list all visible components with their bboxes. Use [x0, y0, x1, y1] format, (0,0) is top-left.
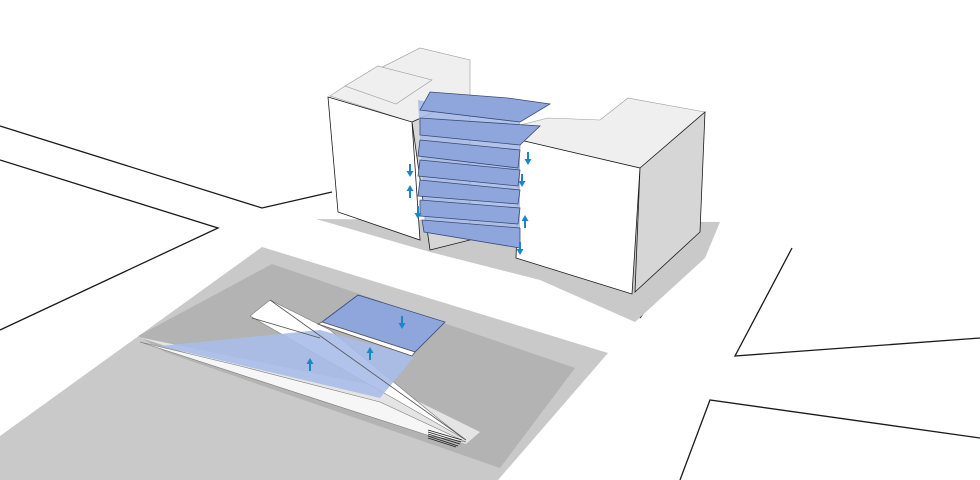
block-outline-right-mid	[733, 247, 980, 357]
circulation-arrows	[306, 152, 532, 371]
pavilion-edge	[269, 299, 467, 441]
left-tower-stepped-top	[344, 65, 433, 105]
arrow-down-pavilion	[398, 316, 406, 329]
floor-plates	[417, 91, 552, 249]
block-outline-top-left	[0, 125, 333, 209]
pavilion-roof-edge	[316, 321, 416, 357]
floor-plate-5	[419, 199, 521, 225]
floor-plate-2	[417, 139, 521, 169]
arrow-up-right-shaft	[521, 215, 529, 228]
arrow-down-right-shaft	[516, 242, 524, 255]
floor-plate-1	[419, 117, 541, 146]
block-outline-left	[0, 159, 220, 331]
pavilion-edge-2	[251, 317, 321, 339]
right-tower-side	[634, 111, 706, 293]
building	[316, 47, 720, 322]
arrow-up-pavilion	[366, 347, 374, 360]
arrow-down-left-shaft	[414, 206, 422, 219]
floor-plate-4	[417, 179, 521, 205]
pavilion-atrium-glass	[160, 330, 415, 398]
arrow-down-right-shaft	[524, 152, 532, 165]
left-tower-front	[327, 96, 421, 241]
arrow-down-right-shaft	[518, 174, 526, 187]
block-outline-right-lower	[679, 399, 980, 480]
pavilion-wing-white-lower	[139, 341, 467, 443]
arrow-up-pavilion	[306, 358, 314, 371]
arrow-up-left-shaft	[406, 185, 414, 198]
floor-plate-3	[417, 159, 521, 187]
stair-hatch	[427, 429, 463, 448]
pavilion	[138, 294, 480, 448]
floor-plate-roof	[419, 91, 552, 123]
arrow-down-left-shaft	[406, 164, 414, 177]
